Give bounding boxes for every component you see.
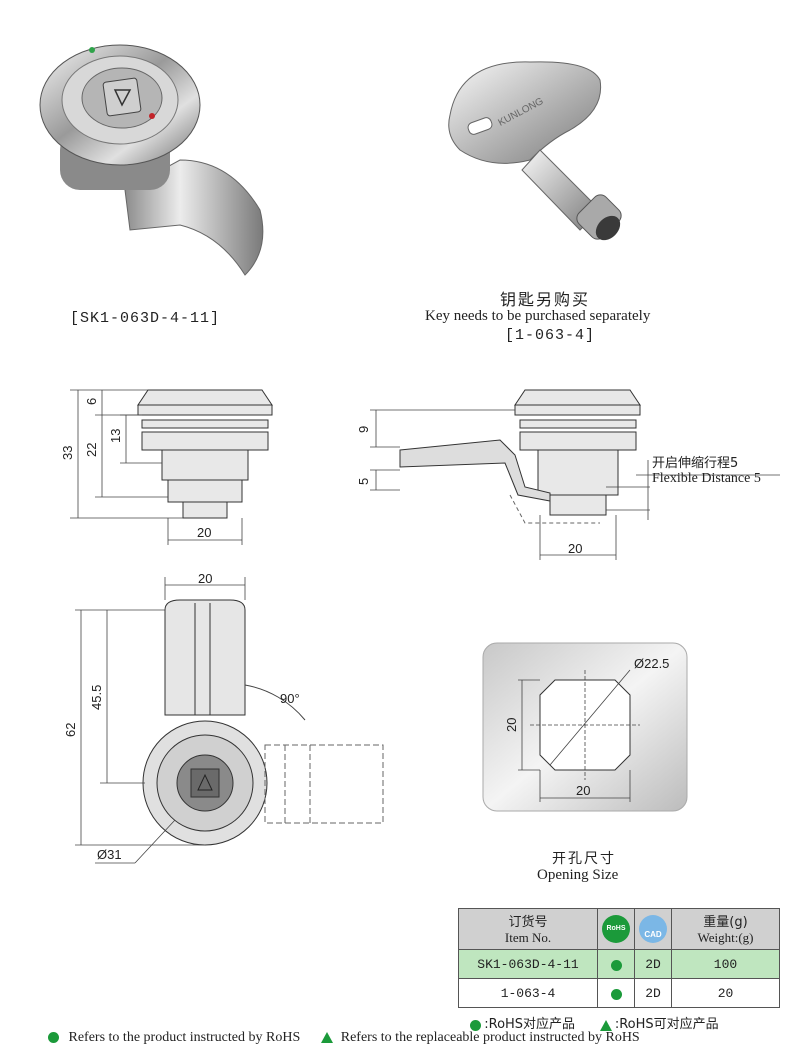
hdr-item-en: Item No. — [504, 929, 552, 945]
row-item: SK1-063D-4-11 — [458, 949, 598, 979]
row-weight: 100 — [671, 949, 780, 979]
dim-33: 33 — [60, 446, 75, 460]
dim-opening-w: 20 — [576, 783, 590, 798]
legend-replaceable: Refers to the replaceable product instru… — [340, 1030, 640, 1045]
dim-45-5: 45.5 — [89, 685, 104, 710]
flex-label-en: Flexible Distance 5 — [652, 471, 761, 486]
dim-9: 9 — [356, 426, 371, 433]
flex-view-drawing: 9 5 20 — [356, 389, 780, 560]
lock-caption: [SK1-063D-4-11] — [70, 310, 221, 327]
table-row: SK1-063D-4-11 2D 100 — [458, 949, 780, 979]
table-notes: :RoHS对应产品 :RoHS可对应产品 — [470, 1013, 719, 1032]
key-photo: KUNLONG — [448, 61, 622, 241]
hdr-weight-cn: 重量(g) — [703, 914, 748, 930]
flex-label-cn: 开启伸缩行程5 — [652, 456, 739, 471]
legend-rohs: Refers to the product instructed by RoHS — [68, 1030, 301, 1045]
row-cad: 2D — [634, 978, 672, 1008]
key-caption-cn: 钥匙另购买 — [500, 290, 591, 309]
dim-opening-h: 20 — [504, 718, 519, 732]
key-code: [1-063-4] — [505, 327, 596, 344]
dim-side-20: 20 — [197, 525, 211, 540]
hdr-weight-en: Weight:(g) — [697, 929, 754, 945]
dim-22: 22 — [84, 443, 99, 457]
opening-title-en: Opening Size — [537, 867, 619, 883]
dim-diameter-31: Ø31 — [97, 847, 122, 862]
rohs-dot-icon — [610, 959, 622, 971]
legend: Refers to the product instructed by RoHS… — [48, 1030, 640, 1046]
key-caption-en: Key needs to be purchased separately — [425, 308, 651, 324]
product-table: 订货号 Item No. RoHS CAD 重量(g) Weight:(g) S… — [458, 908, 780, 1008]
cad-icon: CAD — [639, 915, 667, 943]
table-row: 1-063-4 2D 20 — [458, 978, 780, 1008]
row-cad: 2D — [634, 949, 672, 979]
front-view-drawing: 20 62 45.5 90° Ø31 — [63, 571, 384, 864]
row-item: 1-063-4 — [458, 978, 598, 1008]
rohs-dot-icon — [48, 1032, 59, 1044]
lock-photo — [39, 44, 264, 276]
opening-title-cn: 开孔尺寸 — [552, 851, 616, 867]
dim-90-deg: 90° — [280, 691, 300, 706]
note-replaceable: :RoHS可对应产品 — [614, 1017, 719, 1032]
table-header: 订货号 Item No. RoHS CAD 重量(g) Weight:(g) — [458, 908, 780, 950]
dim-flex-20: 20 — [568, 541, 582, 556]
row-weight: 20 — [671, 978, 780, 1008]
dim-5: 5 — [356, 478, 371, 485]
dim-62: 62 — [63, 723, 78, 737]
rohs-dot-icon — [470, 1019, 481, 1031]
rohs-triangle-icon — [321, 1032, 334, 1044]
dim-6: 6 — [84, 398, 99, 405]
rohs-triangle-icon — [599, 1019, 612, 1031]
hdr-item-cn: 订货号 — [508, 914, 548, 930]
dim-13: 13 — [108, 429, 123, 443]
opening-size-drawing: Ø22.5 20 20 — [482, 642, 688, 812]
rohs-dot-icon — [610, 988, 622, 1000]
dim-diameter-22-5: Ø22.5 — [634, 656, 669, 671]
dim-front-20: 20 — [198, 571, 212, 586]
rohs-icon: RoHS — [602, 915, 630, 943]
note-rohs: :RoHS对应产品 — [484, 1017, 576, 1032]
side-view-drawing: 33 22 13 6 20 — [60, 389, 273, 545]
